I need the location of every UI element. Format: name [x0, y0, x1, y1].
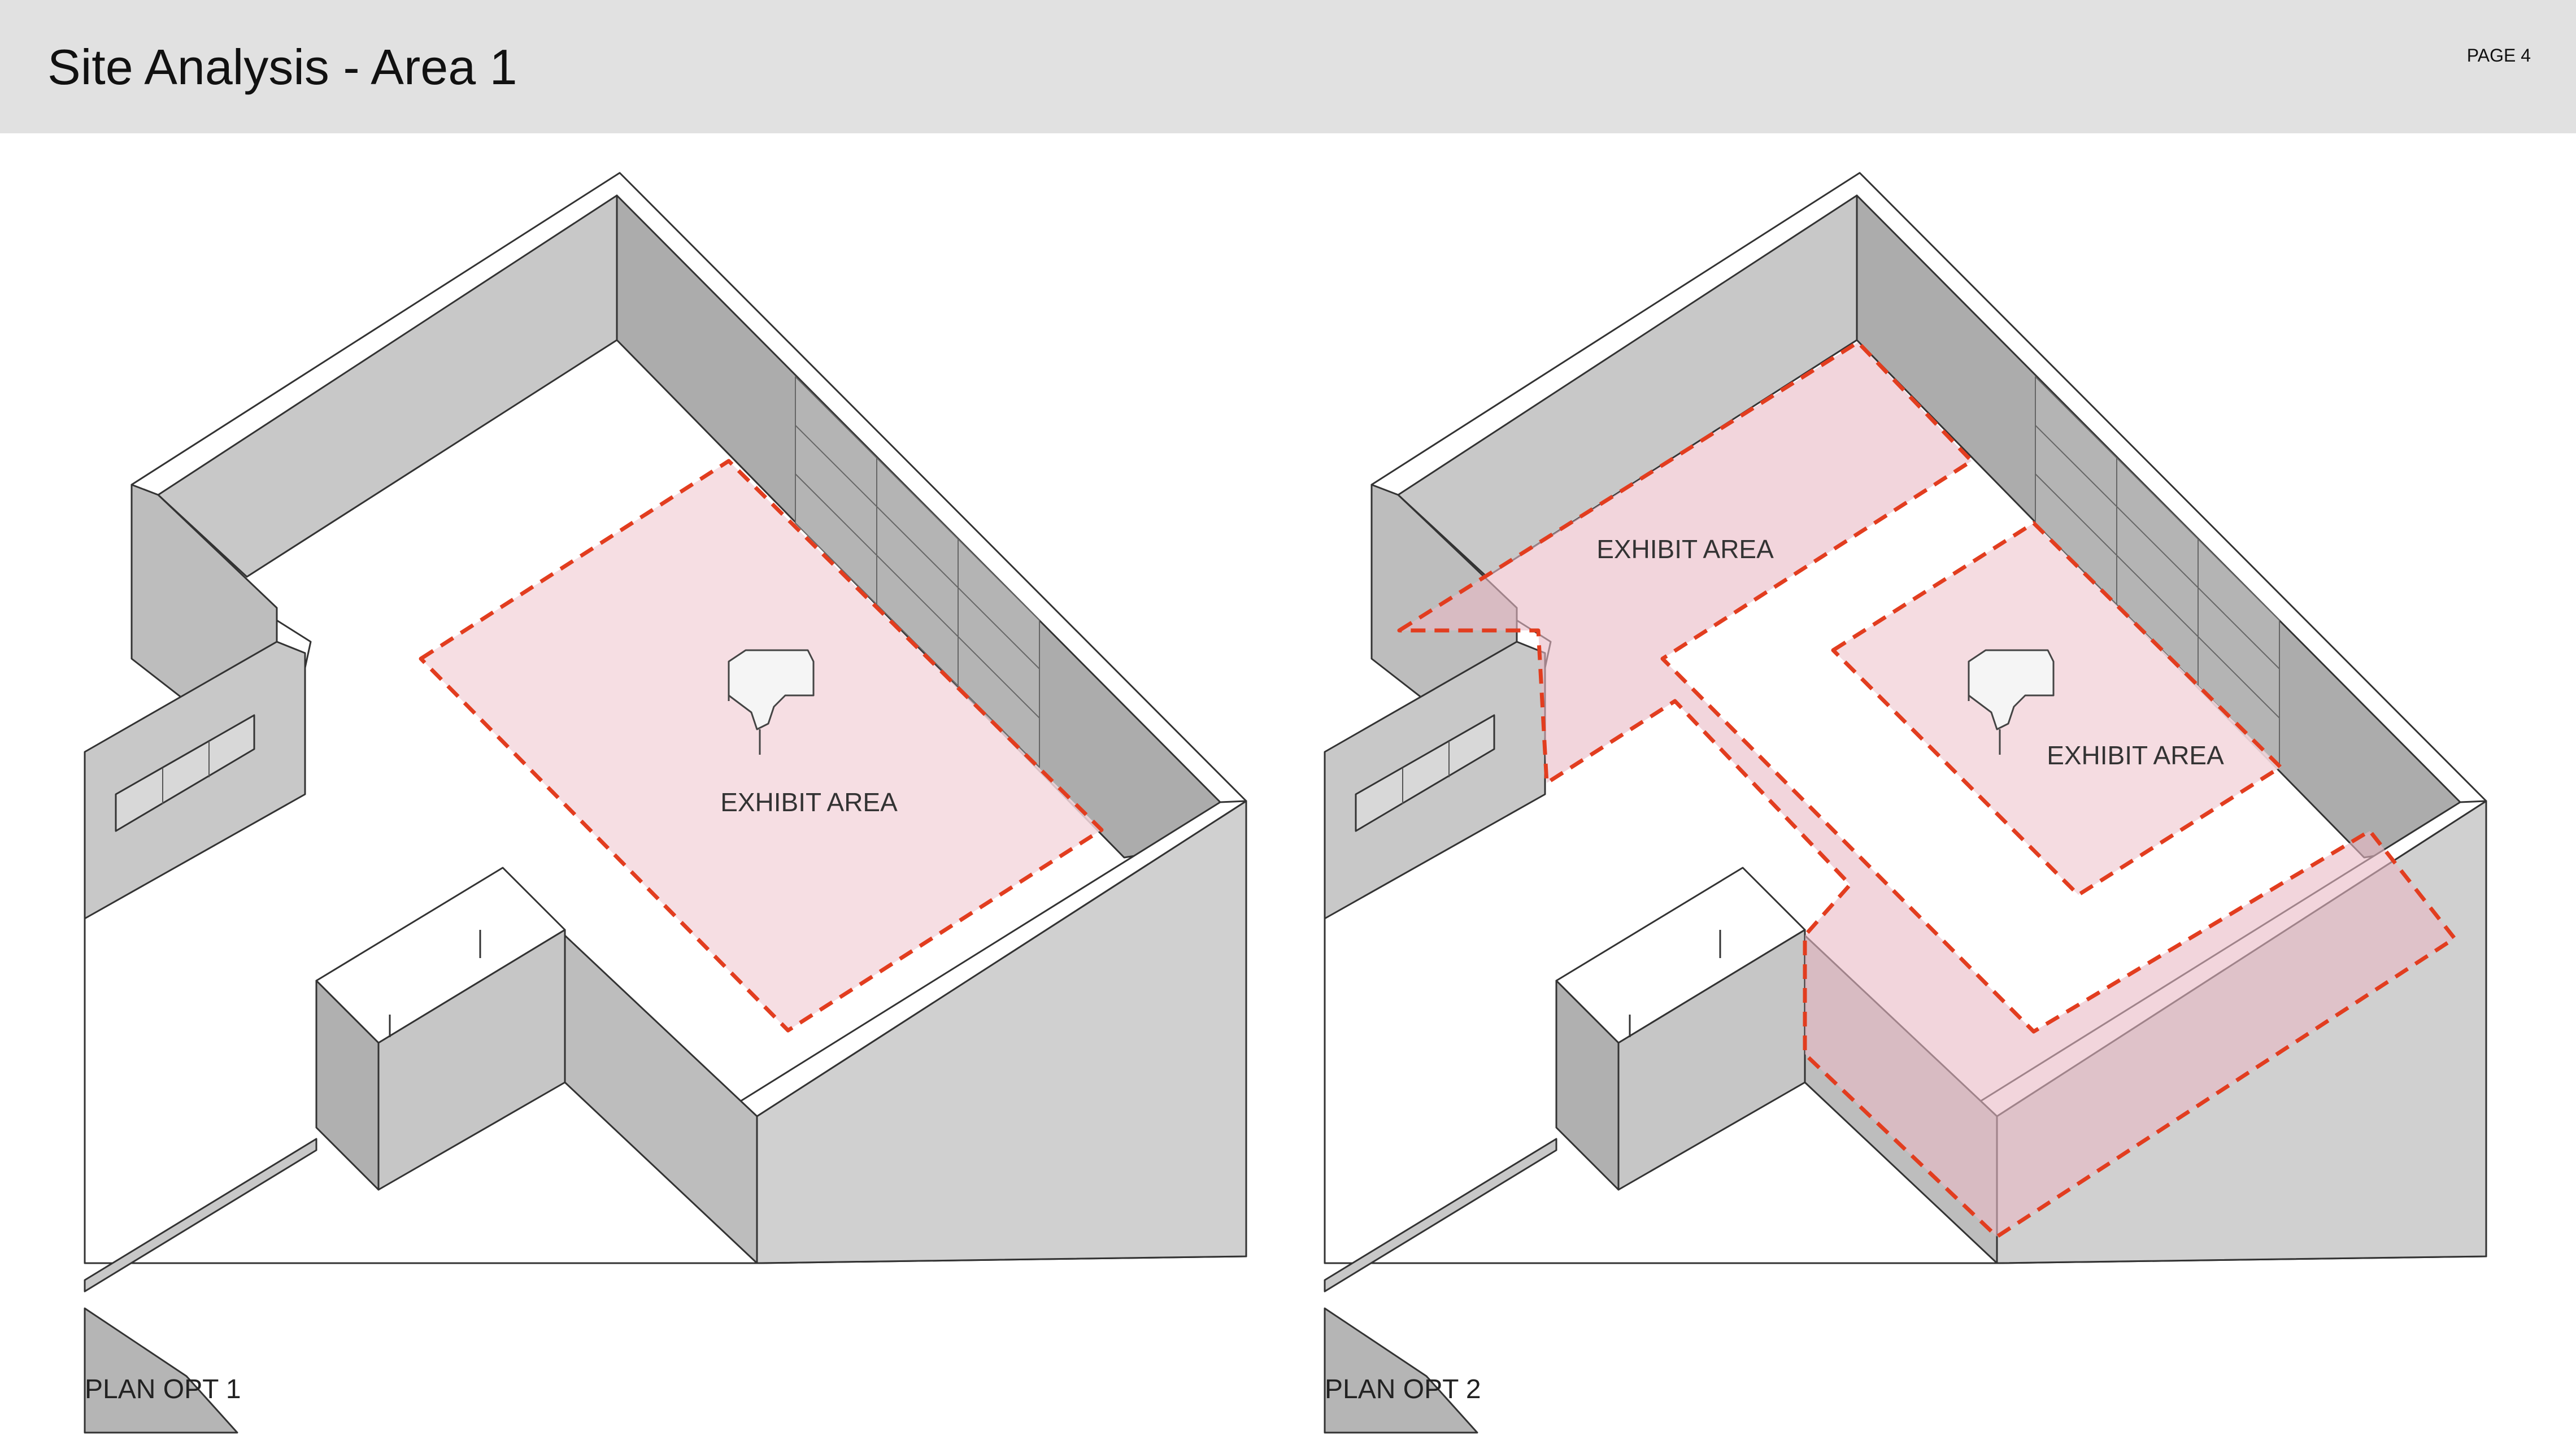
plan-1-exhibit-zone: [419, 459, 1104, 1033]
piano-icon: [728, 649, 815, 755]
plan-1-service-block-front: [315, 980, 380, 1191]
header-bar: Site Analysis - Area 1 PAGE 4: [0, 0, 2576, 133]
plan-opt-1-caption: PLAN OPT 1: [85, 1374, 241, 1404]
plan-opt-1-diagram: [84, 172, 1247, 1434]
page-title: Site Analysis - Area 1: [47, 39, 517, 95]
plan-2-exhibit-zone-l: [1397, 340, 2457, 1239]
plan-2-wall-window: [1355, 714, 1495, 832]
plan-opt-2-diagram: [1324, 172, 2487, 1434]
plan-drawings: EXHIBIT AREA EXHIBIT AREA EXHIBIT AREA: [84, 172, 2487, 1434]
plan-2-exhibit-label-inner: EXHIBIT AREA: [2047, 741, 2224, 770]
plan-1-wall-window: [115, 714, 255, 832]
plan-1-wall-lower-corner: [84, 1307, 238, 1434]
plan-1-exhibit-label: EXHIBIT AREA: [720, 787, 898, 817]
plan-2-exhibit-zone-inner: [1831, 521, 2283, 897]
piano-icon: [1968, 649, 2055, 755]
plan-2-service-block-front: [1555, 980, 1620, 1191]
plan-2-wall-lower-corner: [1324, 1307, 1478, 1434]
plan-1-wall-lower-left: [84, 1138, 317, 1293]
plan-2-exhibit-label-upper: EXHIBIT AREA: [1596, 534, 1774, 564]
plan-1-cabinet-grid: [795, 376, 1040, 768]
plan-2-wall-lower-left: [1324, 1138, 1557, 1293]
page-number: PAGE 4: [2466, 45, 2531, 66]
plan-opt-2-caption: PLAN OPT 2: [1325, 1374, 1481, 1404]
